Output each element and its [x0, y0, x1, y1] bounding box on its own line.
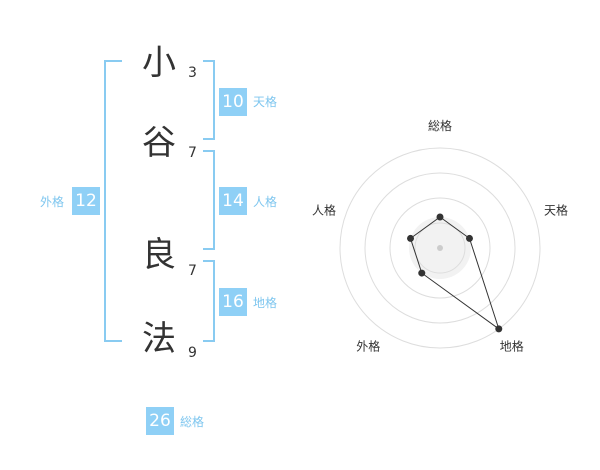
- radar-grid: [339, 147, 541, 349]
- jinkaku-bracket: [203, 150, 215, 250]
- radar-ring: [389, 197, 491, 299]
- chikaku-label: 地格: [253, 296, 278, 310]
- radar-axis-label: 人格: [312, 202, 336, 217]
- chikaku-value: 16: [219, 288, 247, 316]
- jinkaku-label: 人格: [253, 195, 278, 209]
- radar-center-dot: [437, 245, 443, 251]
- tenkaku-bracket: [203, 60, 215, 140]
- name-char-4: 法: [142, 319, 176, 359]
- radar-point: [418, 269, 426, 277]
- chikaku-bracket: [203, 260, 215, 342]
- soukaku-label: 総格: [180, 415, 205, 429]
- radar-point: [407, 234, 415, 242]
- jinkaku-value: 14: [219, 187, 247, 215]
- radar-polygon: [409, 216, 500, 331]
- stroke-count-3: 7: [188, 263, 197, 279]
- gaikaku-value: 12: [72, 187, 100, 215]
- tenkaku-label: 天格: [253, 95, 278, 109]
- radar-axis-label: 天格: [544, 202, 568, 217]
- radar-axis-label: 総格: [428, 118, 452, 133]
- gaikaku-label: 外格: [40, 195, 65, 209]
- soukaku-value: 26: [146, 407, 174, 435]
- radar-ring: [364, 172, 516, 324]
- name-char-2: 谷: [142, 123, 176, 163]
- stroke-count-2: 7: [188, 145, 197, 161]
- radar-axis-label: 地格: [500, 339, 524, 354]
- stroke-count-1: 3: [188, 65, 197, 81]
- gaikaku-bracket: [104, 60, 122, 342]
- radar-point: [465, 234, 473, 242]
- tenkaku-value: 10: [219, 88, 247, 116]
- radar-point: [495, 325, 503, 333]
- radar-point: [436, 213, 444, 221]
- radar-ring: [339, 147, 541, 349]
- name-char-1: 小: [142, 43, 176, 83]
- name-char-3: 良: [142, 235, 176, 275]
- radar-ring: [414, 222, 466, 274]
- stroke-count-4: 9: [188, 345, 197, 361]
- radar-axis-label: 外格: [356, 339, 380, 354]
